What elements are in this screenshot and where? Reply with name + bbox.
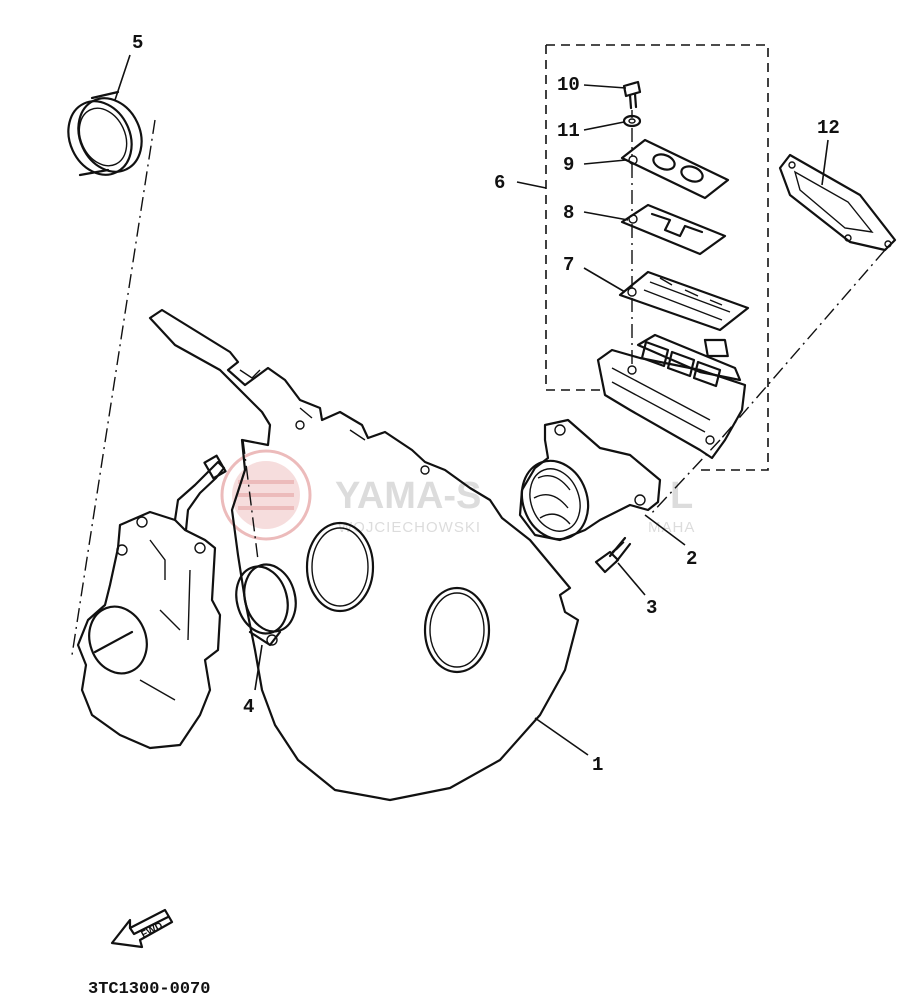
callout-9: 9 [563,154,574,176]
callout-8: 8 [563,202,574,224]
part-8-stopper-plate [620,203,727,256]
part-3-bolt [594,536,632,574]
part-7-reed-plate [618,270,750,332]
watermark-title: YAMA-S [335,475,481,517]
axis-line-ring-4 [242,439,259,561]
watermark-logo-icon [220,449,312,541]
drawing-code: 3TC1300-0070 [88,980,210,999]
part-12-gasket [778,153,897,252]
callout-3: 3 [646,597,657,619]
watermark: YAMA-S L WOJCIECHOWSKI MAHA [220,449,695,541]
watermark-subtitle: WOJCIECHOWSKI [338,519,481,536]
axis-line-left [71,119,156,656]
callout-10: 10 [557,74,580,96]
carburetor [76,454,227,750]
callout-11: 11 [557,120,580,142]
part-2-manifold-joint [518,418,662,542]
assembly-6-bracket [545,44,769,471]
callout-labels: 1 2 3 4 5 6 7 8 9 10 11 12 [132,32,840,776]
forward-direction-arrow-icon: FWD [110,908,174,949]
watermark-subtitle-end: MAHA [648,519,695,536]
callout-5: 5 [132,32,143,54]
fwd-label: FWD [140,920,165,940]
leader-lines [114,54,829,756]
part-9-retainer-plate [620,138,730,200]
callout-7: 7 [563,254,574,276]
part-5-clamp-ring [67,90,143,177]
callout-2: 2 [686,548,697,570]
watermark-title-end: L [670,475,693,517]
axis-line-gasket-12 [649,249,886,516]
part-1-gasket-plate [148,308,580,802]
part-6-reed-valve [596,333,747,460]
callout-12: 12 [817,117,840,139]
part-10-screw [622,80,642,110]
callout-4: 4 [243,696,254,718]
callout-1: 1 [592,754,603,776]
callout-6: 6 [494,172,505,194]
